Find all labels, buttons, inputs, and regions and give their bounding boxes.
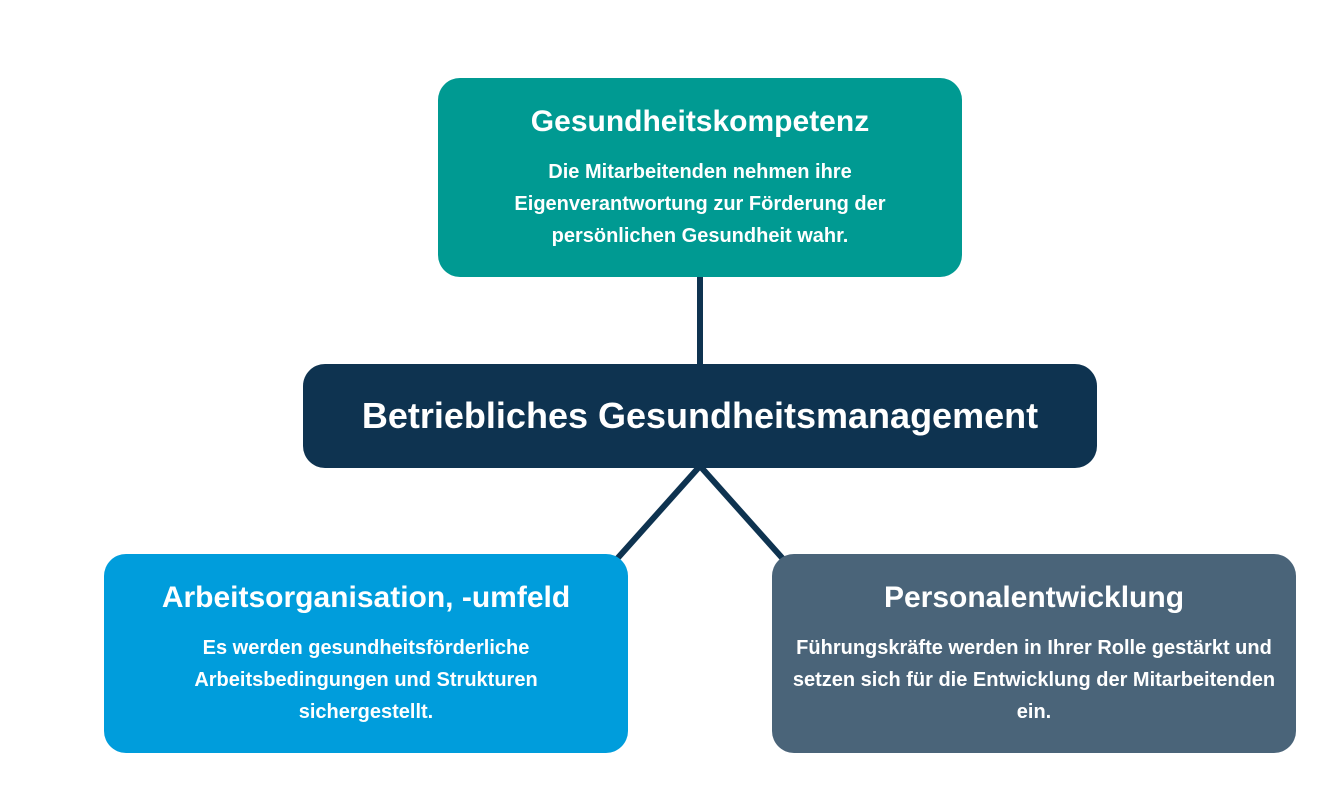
node-title: Gesundheitskompetenz [530,104,870,138]
connector-right [697,464,787,562]
node-gesundheitskompetenz: Gesundheitskompetenz Die Mitarbeitenden … [438,78,962,277]
node-description: Führungskräfte werden in Ihrer Rolle ges… [792,636,1276,723]
node-title: Arbeitsorganisation, -umfeld [161,580,571,614]
node-title: Betriebliches Gesundheitsmanagement [361,395,1039,436]
node-title: Personalentwicklung [883,580,1185,614]
node-description: Die Mitarbeitenden nehmen ihre Eigenvera… [514,160,886,247]
node-betriebliches-gesundheitsmanagement: Betriebliches Gesundheitsmanagement [303,364,1097,468]
connector-left [613,464,703,562]
node-personalentwicklung: Personalentwicklung Führungskräfte werde… [772,554,1296,753]
node-arbeitsorganisation: Arbeitsorganisation, -umfeld Es werden g… [104,554,628,753]
node-description: Es werden gesundheitsförderliche Arbeits… [194,636,538,723]
